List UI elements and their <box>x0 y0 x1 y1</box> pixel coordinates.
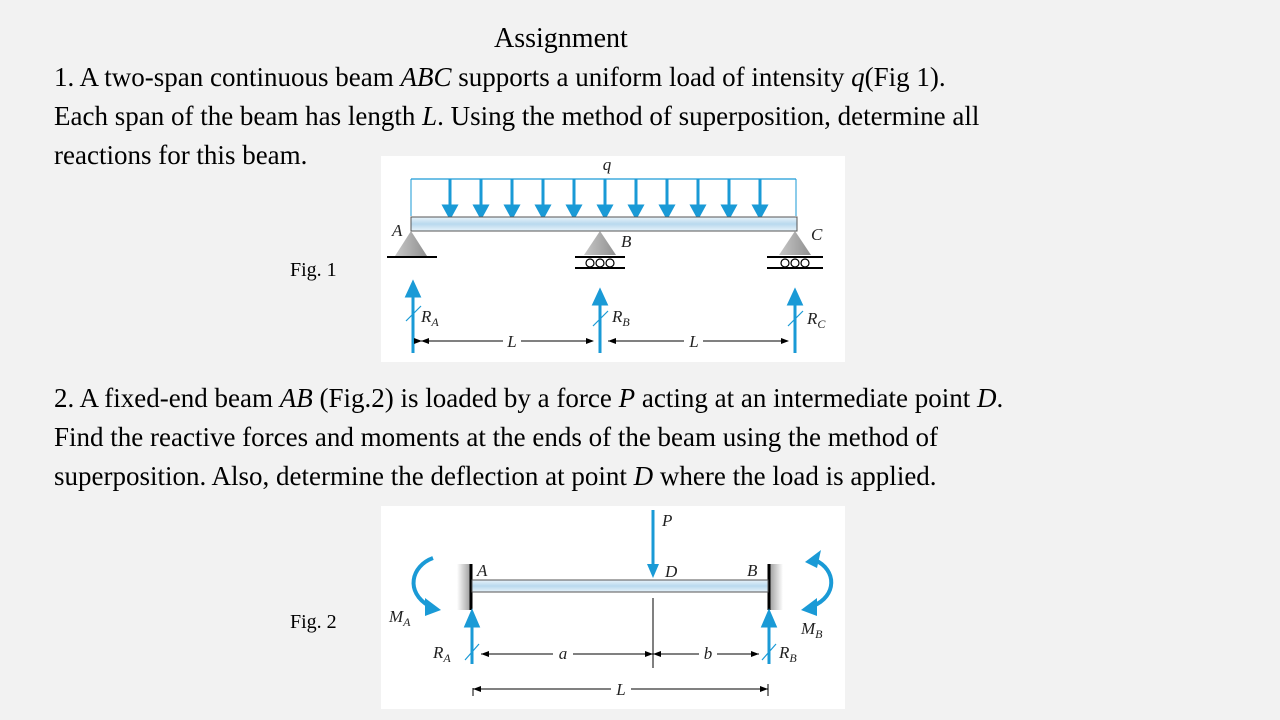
reaction-arrows <box>463 608 778 664</box>
reaction-label-rb: RB <box>778 643 797 665</box>
wall-a <box>457 564 471 610</box>
problem-2-line-3: superposition. Also, determine the defle… <box>54 461 937 491</box>
reaction-label-rb: RB <box>611 307 630 329</box>
problem-2-line-2: Find the reactive forces and moments at … <box>54 422 938 452</box>
figure-2-drawing: P A D B MA MB RA RB <box>388 510 834 699</box>
fig-1-caption: Fig. 1 <box>290 259 337 281</box>
force-label-p: P <box>661 511 672 530</box>
problem-1-line-1: 1. A two-span continuous beam ABC suppor… <box>54 62 946 92</box>
moment-label-ma: MA <box>388 607 411 629</box>
span-label-1: L <box>506 332 516 351</box>
moment-mb-arrow <box>801 550 834 616</box>
point-label-b: B <box>747 561 758 580</box>
point-label-d: D <box>664 562 678 581</box>
problem-1-line-2: Each span of the beam has length L. Usin… <box>54 101 980 131</box>
support-label-b: B <box>621 232 632 251</box>
reaction-label-ra: RA <box>420 307 439 329</box>
fig-2-caption: Fig. 2 <box>290 611 337 633</box>
page-title: Assignment <box>494 23 628 54</box>
support-a-pin <box>387 231 437 258</box>
moment-label-mb: MB <box>800 619 823 641</box>
figure-1-drawing: q A B C <box>387 156 826 353</box>
figure-2-fixed-end-beam: P A D B MA MB RA RB <box>381 506 845 709</box>
problem-1-text: 1. A two-span continuous beam ABC suppor… <box>54 58 979 175</box>
beam <box>410 216 798 232</box>
moment-ma-arrow <box>411 556 441 616</box>
span-label-2: L <box>688 332 698 351</box>
wall-b <box>769 564 783 610</box>
problem-2-text: 2. A fixed-end beam AB (Fig.2) is loaded… <box>54 379 1003 496</box>
reaction-arrows <box>404 279 804 353</box>
reaction-label-ra: RA <box>432 643 451 665</box>
figure-1-continuous-beam: q A B C <box>381 156 845 362</box>
load-label-q: q <box>603 156 612 174</box>
force-p-arrow <box>647 510 659 578</box>
problem-2-line-1: 2. A fixed-end beam AB (Fig.2) is loaded… <box>54 383 1004 413</box>
beam <box>471 579 769 593</box>
support-b-roller <box>575 231 625 269</box>
dimension-lines <box>472 598 769 696</box>
support-label-c: C <box>811 225 823 244</box>
problem-1-line-3: reactions for this beam. <box>54 140 308 170</box>
point-label-a: A <box>476 561 488 580</box>
support-label-a: A <box>391 221 403 240</box>
dimension-label-l: L <box>615 680 625 699</box>
dimension-label-b: b <box>704 644 713 663</box>
dimension-label-a: a <box>559 644 568 663</box>
uniform-load <box>410 178 797 221</box>
support-c-roller <box>767 231 823 269</box>
reaction-label-rc: RC <box>806 309 826 331</box>
